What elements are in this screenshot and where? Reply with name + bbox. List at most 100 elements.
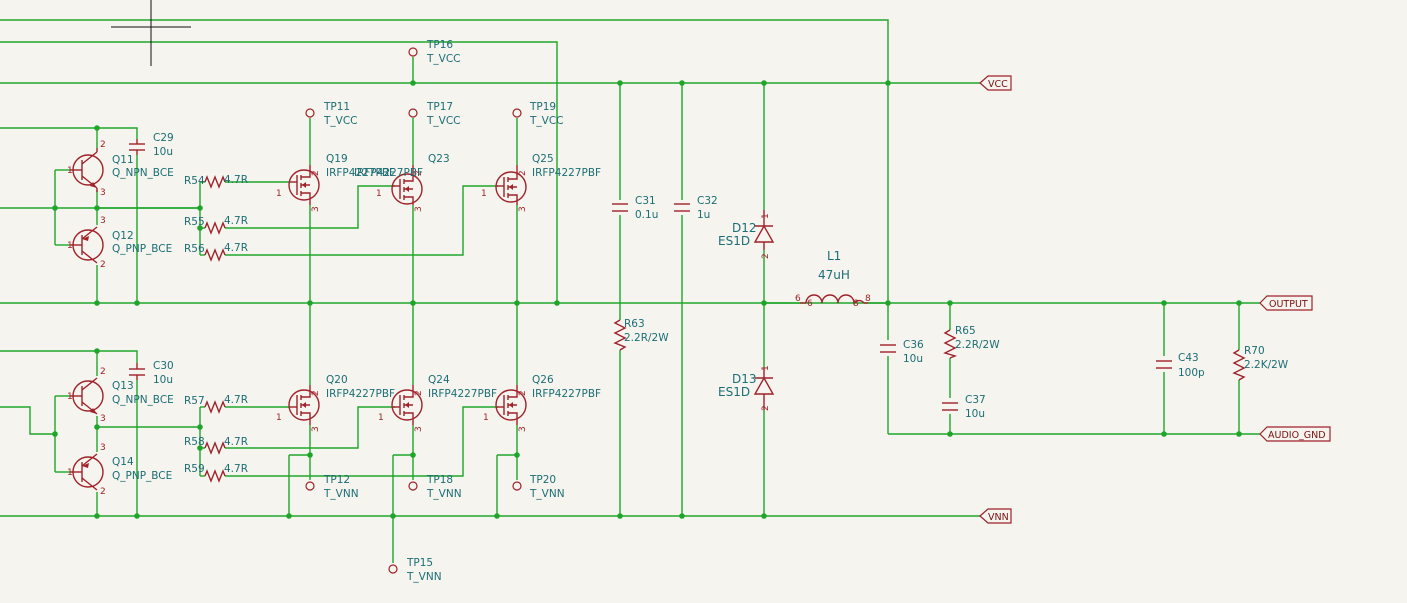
r63-value: 2.2R/2W [624,332,669,344]
d13-pin2: 2 [761,405,771,411]
q23-ref: Q23 [428,153,450,165]
transistor-q12[interactable]: 1 3 2 Q12 Q_PNP_BCE [67,216,172,270]
inductor-l1[interactable]: 6 6 8 8 L1 47uH [795,249,871,309]
q12-ref: Q12 [112,230,134,242]
d12-ref: D12 [732,221,757,235]
q14-pin1: 1 [67,468,73,478]
resistor-r57[interactable]: R57 4.7R [184,394,248,414]
tp17-value: T_VCC [426,115,461,127]
tp19-value: T_VCC [529,115,564,127]
mosfet-q26[interactable]: 1 2 3 Q26 IRFP4227PBF [483,374,601,432]
q11-pin2: 2 [100,140,106,150]
test-point-tp19[interactable]: TP19 T_VCC [512,101,564,127]
resistor-r59[interactable]: R59 4.7R [184,463,248,483]
c31-ref: C31 [635,195,656,207]
resistor-r70[interactable]: R70 2.2K/2W [1232,345,1289,381]
net-label-vnn[interactable]: VNN [979,508,1012,524]
capacitor-c32[interactable]: C32 1u [674,195,718,221]
l1-ref: L1 [827,249,841,263]
l1-pin-a: 6 [795,294,801,304]
tp17-ref: TP17 [426,101,453,113]
q25-ref: Q25 [532,153,554,165]
test-point-tp18[interactable]: TP18 T_VNN [408,474,462,500]
capacitor-c29[interactable]: C29 10u [129,132,174,158]
q24-ref: Q24 [428,374,450,386]
test-point-tp16[interactable]: TP16 T_VCC [408,39,461,65]
q26-ref: Q26 [532,374,554,386]
net-label-audio-gnd-text: AUDIO_GND [1268,430,1326,441]
mosfet-q19[interactable]: 1 2 3 Q19 IRFP4227PBF [276,153,395,212]
transistor-q11[interactable]: 1 2 3 Q11 Q_NPN_BCE [67,140,174,198]
resistor-r56[interactable]: R56 4.7R [184,242,248,262]
l1-pin-a-inner: 6 [807,299,813,309]
q14-value: Q_PNP_BCE [112,470,172,482]
test-point-tp11[interactable]: TP11 T_VCC [305,101,358,127]
mosfet-q25[interactable]: 1 2 3 Q25 IRFP4227PBF [481,153,601,212]
c36-value: 10u [903,353,923,365]
c43-value: 100p [1178,367,1205,379]
test-point-tp20[interactable]: TP20 T_VNN [512,474,565,500]
c32-ref: C32 [697,195,718,207]
r57-ref: R57 [184,395,205,407]
resistor-r58[interactable]: R58 4.7R [184,436,248,455]
q25-pin2: 2 [518,170,528,176]
d12-pin1: 1 [761,213,771,219]
tp20-ref: TP20 [529,474,556,486]
r57-value: 4.7R [224,394,248,406]
r70-ref: R70 [1244,345,1265,357]
transistor-q13[interactable]: 1 2 3 Q13 Q_NPN_BCE [67,367,174,424]
q12-pin1: 1 [67,241,73,251]
capacitor-c31[interactable]: C31 0.1u [612,195,658,221]
capacitor-c43[interactable]: C43 100p [1156,352,1205,379]
q24-value: IRFP4227PBF [428,388,497,400]
resistor-r55[interactable]: R55 4.7R [184,215,248,235]
q20-pin2: 2 [311,390,321,396]
resistor-r63[interactable]: R63 2.2R/2W [613,318,669,351]
tp12-ref: TP12 [323,474,350,486]
resistor-r54[interactable]: R54 4.7R [184,174,248,189]
mosfet-q23[interactable]: 1 2 3 Q23 IRFP4227PBF [354,153,450,212]
junctions [52,80,1242,519]
c29-value: 10u [153,146,173,158]
q25-pin3: 3 [518,206,528,212]
c37-value: 10u [965,408,985,420]
capacitor-c37[interactable]: C37 10u [942,394,986,420]
q13-pin2: 2 [100,367,106,377]
q20-value: IRFP4227PBF [326,388,395,400]
c31-value: 0.1u [635,209,658,221]
q26-pin3: 3 [518,426,528,432]
r56-value: 4.7R [224,242,248,254]
diode-d13[interactable]: 1 2 D13 ES1D [718,365,775,411]
resistor-r65[interactable]: R65 2.2R/2W [943,325,1000,359]
net-label-vcc[interactable]: VCC [979,75,1012,91]
q24-pin1: 1 [378,413,384,423]
capacitor-c36[interactable]: C36 10u [880,339,924,365]
test-point-tp12[interactable]: TP12 T_VNN [305,474,359,500]
diode-d12[interactable]: 1 2 D12 ES1D [718,210,775,259]
tp11-ref: TP11 [323,101,350,113]
q13-pin3: 3 [100,414,106,424]
test-point-tp15[interactable]: TP15 T_VNN [388,557,442,583]
capacitor-c30[interactable]: C30 10u [129,360,174,386]
net-label-output[interactable]: OUTPUT [1259,295,1313,311]
tp11-value: T_VCC [323,115,358,127]
mosfet-q24[interactable]: 1 2 3 Q24 IRFP4227PBF [378,374,497,432]
q20-ref: Q20 [326,374,348,386]
test-point-tp17[interactable]: TP17 T_VCC [408,101,461,127]
transistor-q14[interactable]: 1 3 2 Q14 Q_PNP_BCE [67,443,172,497]
q11-pin3: 3 [100,188,106,198]
net-label-audio-gnd[interactable]: AUDIO_GND [1259,426,1331,442]
mosfet-q20[interactable]: 1 2 3 Q20 IRFP4227PBF [276,374,395,432]
q20-pin1: 1 [276,413,282,423]
tp12-value: T_VNN [323,488,359,500]
r70-value: 2.2K/2W [1244,359,1289,371]
q13-value: Q_NPN_BCE [112,394,174,406]
c37-ref: C37 [965,394,986,406]
c32-value: 1u [697,209,710,221]
c43-ref: C43 [1178,352,1199,364]
r59-value: 4.7R [224,463,248,475]
tp16-value: T_VCC [426,53,461,65]
c30-ref: C30 [153,360,174,372]
d12-value: ES1D [718,234,750,248]
